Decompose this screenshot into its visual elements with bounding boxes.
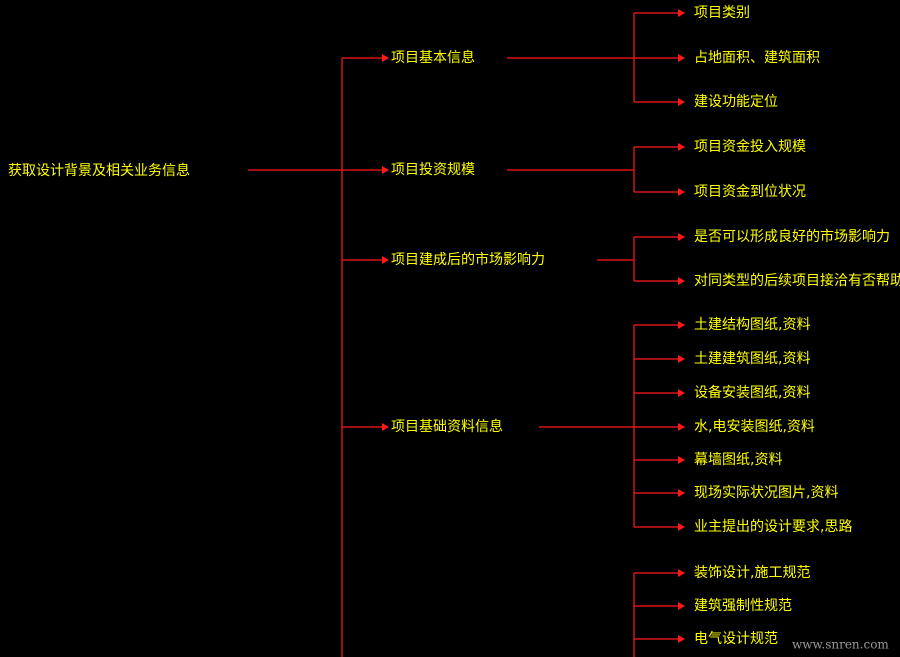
leaf-node: 业主提出的设计要求,思路 (694, 519, 852, 535)
group-node-basic-info: 项目基本信息 (391, 49, 475, 66)
root-node-label: 获取设计背景及相关业务信息 (8, 162, 190, 179)
leaf-node: 对同类型的后续项目接洽有否帮助 (694, 272, 900, 289)
leaf-node: 是否可以形成良好的市场影响力 (694, 228, 890, 245)
connectors (248, 9, 685, 657)
leaf-node: 项目资金到位状况 (694, 184, 806, 200)
leaf-node: 建筑强制性规范 (694, 597, 792, 614)
leaf-node: 项目类别 (694, 5, 750, 21)
leaf-node: 占地面积、建筑面积 (694, 50, 820, 66)
leaf-node: 幕墙图纸,资料 (694, 452, 782, 468)
leaf-node: 电气设计规范 (694, 630, 778, 647)
leaf-node: 设备安装图纸,资料 (694, 384, 810, 401)
leaf-node: 装饰设计,施工规范 (694, 564, 810, 581)
leaf-node: 现场实际状况图片,资料 (694, 485, 838, 501)
group-node-investment-scale: 项目投资规模 (391, 162, 475, 178)
leaf-node: 项目资金投入规模 (694, 139, 806, 155)
group-node-market-influence: 项目建成后的市场影响力 (391, 251, 545, 268)
group-node-base-materials: 项目基础资料信息 (391, 418, 503, 435)
leaf-node: 土建建筑图纸,资料 (694, 351, 810, 367)
leaf-node: 土建结构图纸,资料 (694, 317, 810, 333)
leaf-node: 建设功能定位 (694, 94, 778, 110)
leaf-node: 水,电安装图纸,资料 (694, 419, 815, 435)
watermark: www.snren.com (792, 638, 889, 652)
